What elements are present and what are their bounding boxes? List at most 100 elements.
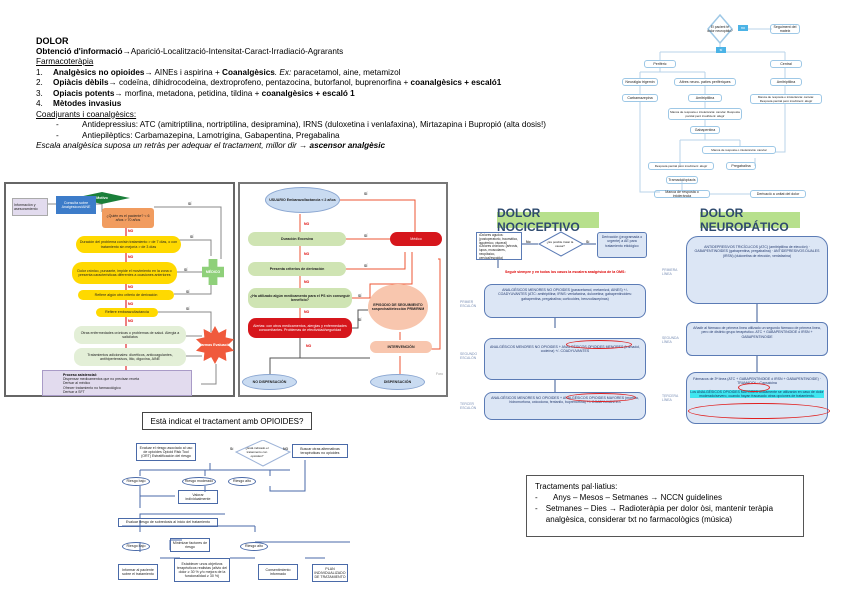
derivacio-box: Derivació a unitat del dolor [750, 190, 806, 198]
coadj-item: -Antidepressius: ATC (amitriptilina, nor… [36, 120, 616, 131]
altres-box: Altres neuro- patíes perifèriques [674, 78, 736, 86]
list-item: 2. Opiàcis dèbils→ codeïna, dihidrocodein… [36, 78, 616, 89]
d-medication: ¿Ha utilizado algún medicamento para el … [248, 288, 352, 308]
highlight-ring [566, 340, 632, 349]
risk-high: Riesgo alto [228, 477, 256, 486]
opioid-title: Està indicat el tractament amb OPIOIDES? [142, 412, 312, 430]
notes-title: DOLOR [36, 36, 69, 46]
consent-box: Consentimiento informado [258, 564, 298, 580]
arrow-icon: → [108, 78, 117, 87]
inform-box: Informar al paciente sobre el tratamient… [118, 564, 158, 580]
item-text: codeïna, dihidrocodeina, dextroprofeno, … [116, 78, 411, 87]
item-number: 3. [36, 88, 43, 98]
central-box: Central [770, 60, 802, 68]
highlight-ring [688, 403, 830, 419]
d-criteria: Presenta criterios de derivación [248, 262, 346, 276]
arrow-icon: → [144, 67, 153, 77]
item-bold2: coanalgèsics + escaló1 [410, 78, 502, 87]
q-patient: ¿Quién es el paciente? < 6 años > 70 año… [102, 208, 154, 228]
palliative-box: Tractaments pal·liatius: -Anys – Mesos –… [526, 475, 804, 537]
intervention-box: INTERVENCIÓN [370, 341, 432, 353]
eval-risk-box: Evaluar el riesgo asociado al uso de opi… [136, 443, 196, 461]
q-pregnancy: Refiere embarazo/lactancia [96, 308, 158, 317]
palliative-title: Tractaments pal·liatius: [535, 482, 618, 491]
process-item: Ofrecer tratamiento no farmacológico [63, 385, 121, 390]
risk-low-2: Riesgo bajo [122, 542, 150, 551]
coadj-text: Antidepressius: ATC (amitriptilina, nort… [82, 120, 547, 129]
dash: - [535, 504, 538, 513]
linea-label: SEGUNDA LÍNEA [662, 336, 679, 344]
si-label: SÍ [184, 268, 188, 272]
item-number: 2. [36, 78, 43, 87]
no-tag: no [738, 25, 748, 31]
motivo-label: Motivo [96, 195, 108, 200]
q-other-diseases: Otras enfermedades crónicas o problemas … [74, 326, 186, 344]
linea-2: Añadir al fármaco de primera línea utili… [686, 322, 828, 356]
periferic-box: Perifèric [644, 60, 676, 68]
si-label: SÍ [186, 307, 190, 311]
coadj-heading: Coadjurants i coanalgèsics: [36, 110, 616, 121]
manca-final-box: Manca de resposta o intolerància [654, 190, 710, 198]
q-duration: Duración del problema con/sin tratamient… [76, 236, 181, 253]
no-label: NO [128, 255, 134, 259]
highlight-ring [738, 383, 770, 392]
risk-low: Riesgo bajo [122, 477, 150, 486]
si-label: SÍ [188, 202, 192, 206]
si-tag: sí [716, 47, 726, 53]
minimize-box: Minimizar factores de riesgo [170, 538, 210, 552]
neuro-connectors [756, 304, 758, 372]
noci-question: ¿Es posible tratar la causa? [546, 239, 574, 248]
si-label: Sí [586, 240, 590, 244]
seguiment-box: Seguiment del mateix [770, 24, 800, 34]
consult-box: Consulta sobre Analgésicos/AINE [56, 196, 96, 214]
scale-bold: ascensor analgèsic [309, 141, 386, 150]
process-item: Dispensar medicamentos que no precisan r… [63, 377, 140, 382]
carba-box: Carbamazepina [622, 94, 658, 102]
manca-change-box: Manca de resposta o intolerància: canvia… [702, 146, 776, 154]
medico-box: Médico [390, 232, 442, 246]
item-bold: Opiacis potents [53, 88, 115, 98]
linea-1: ANTIDEPRESIVOS TRICÍCLICOS (ATC) (amitri… [686, 236, 828, 304]
info-text: Aparició-Localització-Intensitat-Caract-… [130, 46, 344, 56]
arrow-icon: → [122, 46, 131, 56]
linea-label: PRIMERA LÍNEA [662, 268, 678, 276]
item-bold2: coanalgèsics + escaló 1 [261, 88, 355, 98]
si-label: SÍ [364, 234, 368, 238]
list-item: 4.Mètodes invasius [36, 99, 616, 110]
no-label: NO [306, 344, 312, 348]
pharm-heading: Farmacoteràpia [36, 57, 616, 68]
episode-ellipse: EPISODIO DE SEGUIMIENTO sospecha/detecci… [368, 284, 428, 330]
plan-box: PLAN INDIVIDUALIZADO DE TRATAMIENTO [312, 564, 348, 582]
noci-connectors [497, 231, 596, 392]
q-treatments: Tratamientos adicionales: diuréticos, an… [74, 348, 186, 366]
no-label: No [526, 240, 531, 244]
opioid-diamond [234, 440, 292, 467]
no-label: NO [128, 285, 134, 289]
no-label: NO [304, 252, 310, 256]
coadj-text: Antiepilèptics: Carbamazepina, Lamotrigi… [82, 130, 340, 140]
no-label: NO [304, 280, 310, 284]
foot-label: Foro [436, 372, 443, 376]
flowchart-dispensation: USUARIO Embarazo/lactancia < 2 años Dura… [238, 182, 448, 397]
scale-line: Escala analgèsica suposa un retràs per a… [36, 141, 616, 152]
escalon-label: TERCER ESCALÓN [460, 402, 477, 410]
amitri-box: Amitriptilina [688, 94, 722, 102]
flowchart-neuropathic: El pacient té dolor neuropàtic? no sí Se… [610, 0, 848, 200]
flow2-connectors [269, 199, 441, 374]
item-text: morfina, metadona, petidina, tildina + [122, 88, 262, 98]
si-label: SÍ [358, 294, 362, 298]
item-tail: paracetamol, aine, metamizol [291, 67, 401, 77]
no-label: NO [128, 229, 134, 233]
arrow-icon: → [299, 141, 308, 150]
dash: - [56, 130, 59, 140]
noci-deriv-box: Derivación (programada o urgente) a AE p… [597, 232, 647, 258]
noci-diamond [537, 231, 585, 257]
resposta-box: Resposta parcial però insuficient: afegi… [648, 162, 714, 170]
nociceptive-cases-box: •Dolores agudos: (postoperatorio, traumá… [476, 232, 522, 260]
item-number: 4. [36, 99, 43, 108]
palliative-item: -Setmanes – Dies → Radioteràpia per dolo… [535, 503, 795, 525]
item-italic: . Ex: [274, 67, 292, 77]
item-bold: Opiàcis dèbils [53, 78, 109, 87]
info-label: Obtenció d'informació [36, 46, 123, 56]
overdose-box: Evaluar riesgo de sobredosis al inicio d… [118, 518, 218, 527]
